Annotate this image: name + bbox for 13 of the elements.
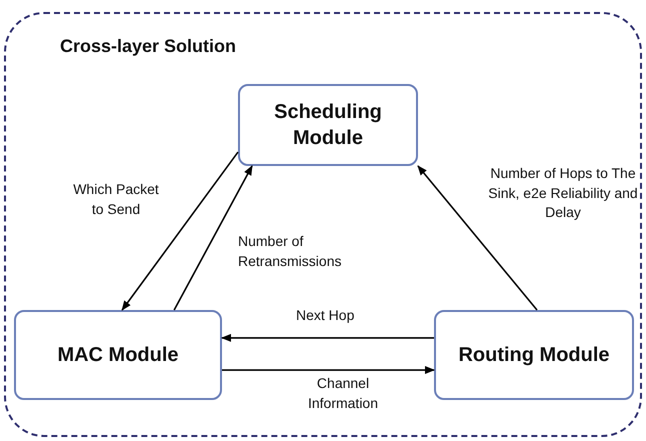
arrow — [122, 152, 239, 311]
module-name: Scheduling Module — [273, 100, 383, 151]
arrow — [221, 334, 434, 342]
module-box — [434, 310, 634, 400]
module-name: MAC Module — [57, 343, 179, 368]
arrow — [222, 366, 435, 374]
arrow — [173, 165, 253, 310]
arrow — [417, 165, 538, 311]
module-box — [238, 84, 418, 166]
module-box — [14, 310, 222, 400]
dashed-container — [4, 12, 642, 437]
container-title: Cross-layer Solution — [60, 36, 236, 57]
module-name: Routing Module — [458, 343, 610, 368]
